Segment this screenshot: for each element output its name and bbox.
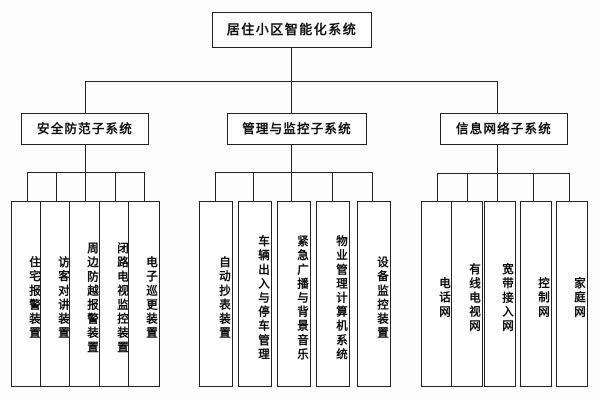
leaf-node-visitor-intercom[interactable]: 访客对讲装置 xyxy=(40,201,72,387)
connector-security-leaf-2 xyxy=(56,172,57,201)
connector-network-leaf-2 xyxy=(467,173,468,201)
connector-network-leaf-3 xyxy=(497,173,498,201)
connector-security-leaf-4 xyxy=(115,172,116,201)
branch-node-security-label: 安全防范子系统 xyxy=(37,120,133,136)
leaf-node-cctv-monitoring-label: 闭路电视监控装置 xyxy=(116,242,130,355)
leaf-node-emergency-broadcast-music-label: 紧急广播与背景音乐 xyxy=(296,235,310,362)
connector-network-leaf-5 xyxy=(569,173,570,201)
leaf-node-home-network-label: 家庭网 xyxy=(573,277,587,320)
connector-network-leaf-4 xyxy=(533,173,534,201)
connector-drop-network xyxy=(497,81,498,113)
connector-management-leaf-3 xyxy=(291,172,292,201)
leaf-node-home-alarm-label: 住宅报警装置 xyxy=(28,256,42,341)
branch-node-network-label: 信息网络子系统 xyxy=(456,120,552,136)
leaf-node-telephone-network[interactable]: 电话网 xyxy=(421,201,453,387)
leaf-node-control-network[interactable]: 控制网 xyxy=(520,201,552,387)
leaf-node-cctv-monitoring[interactable]: 闭路电视监控装置 xyxy=(99,201,131,387)
leaf-node-perimeter-alarm[interactable]: 周边防越报警装置 xyxy=(69,201,101,387)
connector-network-stem xyxy=(497,145,498,173)
leaf-node-broadband-access-network[interactable]: 宽带接入网 xyxy=(484,201,516,387)
leaf-node-property-management-computer-system-label: 物业管理计算机系统 xyxy=(335,235,349,362)
connector-management-bus xyxy=(215,172,372,173)
connector-network-leaf-1 xyxy=(437,173,438,201)
leaf-node-control-network-label: 控制网 xyxy=(537,277,551,320)
connector-management-leaf-5 xyxy=(372,172,373,201)
connector-management-leaf-2 xyxy=(253,172,254,201)
connector-security-stem xyxy=(85,145,86,172)
leaf-node-emergency-broadcast-music[interactable]: 紧急广播与背景音乐 xyxy=(277,201,311,387)
leaf-node-telephone-network-label: 电话网 xyxy=(438,277,452,320)
leaf-node-equipment-monitoring[interactable]: 设备监控装置 xyxy=(357,201,391,387)
root-node-intelligent-system[interactable]: 居住小区智能化系统 xyxy=(212,12,372,48)
connector-root-stem xyxy=(291,48,292,81)
leaf-node-auto-meter-reading[interactable]: 自动抄表装置 xyxy=(199,201,233,387)
connector-management-leaf-1 xyxy=(215,172,216,201)
root-node-label: 居住小区智能化系统 xyxy=(226,22,358,38)
leaf-node-home-alarm[interactable]: 住宅报警装置 xyxy=(11,201,43,387)
branch-node-security[interactable]: 安全防范子系统 xyxy=(21,113,149,145)
leaf-node-cable-tv-network[interactable]: 有线电视网 xyxy=(451,201,483,387)
leaf-node-visitor-intercom-label: 访客对讲装置 xyxy=(57,256,71,341)
connector-security-leaf-1 xyxy=(27,172,28,201)
branch-node-network[interactable]: 信息网络子系统 xyxy=(440,113,568,145)
leaf-node-vehicle-parking-management-label: 车辆出入与停车管理 xyxy=(257,235,271,362)
leaf-node-perimeter-alarm-label: 周边防越报警装置 xyxy=(86,242,100,355)
leaf-node-auto-meter-reading-label: 自动抄表装置 xyxy=(218,256,232,341)
leaf-node-home-network[interactable]: 家庭网 xyxy=(556,201,588,387)
connector-security-leaf-5 xyxy=(144,172,145,201)
leaf-node-vehicle-parking-management[interactable]: 车辆出入与停车管理 xyxy=(238,201,272,387)
connector-drop-management xyxy=(291,81,292,113)
leaf-node-property-management-computer-system[interactable]: 物业管理计算机系统 xyxy=(316,201,350,387)
connector-network-bus xyxy=(437,173,569,174)
leaf-node-cable-tv-network-label: 有线电视网 xyxy=(468,263,482,334)
branch-node-management-label: 管理与监控子系统 xyxy=(242,120,352,136)
connector-management-stem xyxy=(291,145,292,172)
connector-drop-security xyxy=(85,81,86,113)
leaf-node-equipment-monitoring-label: 设备监控装置 xyxy=(376,256,390,341)
leaf-node-broadband-access-network-label: 宽带接入网 xyxy=(501,263,515,334)
branch-node-management[interactable]: 管理与监控子系统 xyxy=(227,113,367,145)
leaf-node-electronic-patrol[interactable]: 电子巡更装置 xyxy=(128,201,160,387)
connector-security-leaf-3 xyxy=(85,172,86,201)
connector-management-leaf-4 xyxy=(332,172,333,201)
leaf-node-electronic-patrol-label: 电子巡更装置 xyxy=(145,256,159,341)
